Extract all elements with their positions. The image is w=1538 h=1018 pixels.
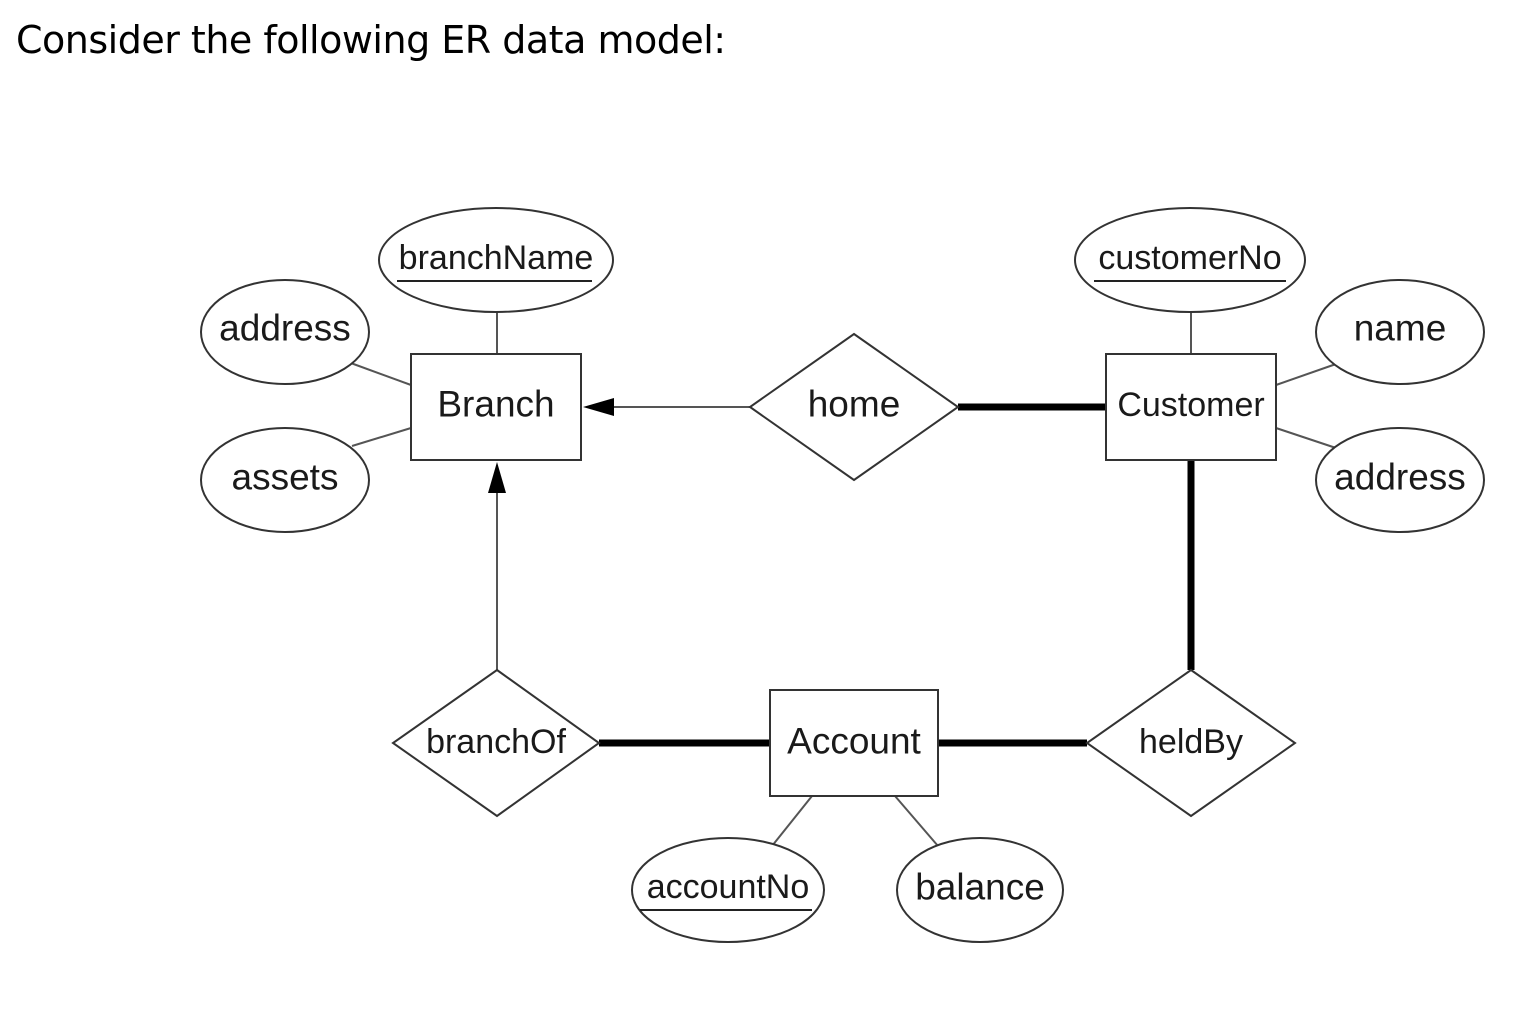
entity-account-label: Account (787, 721, 921, 762)
attribute-branch-assets-label: assets (232, 457, 339, 498)
relationship-home: home (748, 332, 960, 482)
relationship-heldby-label: heldBy (1139, 723, 1243, 761)
customer-name-link (1275, 363, 1337, 386)
branch-assets-link (351, 427, 412, 447)
attribute-branchname: branchName (378, 207, 614, 313)
attribute-branch-address-label: address (219, 308, 351, 349)
branch-address-link (347, 361, 412, 386)
attribute-customer-address: address (1315, 427, 1485, 533)
relationship-branchof: branchOf (391, 668, 601, 818)
entity-account: Account (769, 689, 939, 797)
attribute-accountno-label: accountNo (647, 868, 810, 906)
relationship-home-label: home (808, 384, 901, 425)
entity-customer-label: Customer (1117, 386, 1264, 424)
attribute-customer-address-label: address (1334, 457, 1466, 498)
branchof-branch-arrowhead (488, 462, 506, 493)
attribute-branchname-label: branchName (399, 239, 594, 277)
entity-branch: Branch (410, 353, 582, 461)
account-balance-link (894, 795, 939, 847)
attribute-balance-label: balance (915, 867, 1045, 908)
attribute-customerno-label: customerNo (1098, 239, 1281, 277)
home-branch-arrowhead (583, 398, 614, 416)
account-accountno-link (771, 795, 813, 847)
attribute-branch-address: address (200, 279, 370, 385)
attribute-customer-name-label: name (1354, 308, 1447, 349)
attribute-branch-assets: assets (200, 427, 370, 533)
entity-customer: Customer (1105, 353, 1277, 461)
attribute-balance: balance (896, 837, 1064, 943)
customer-address-link (1275, 427, 1337, 449)
relationship-branchof-label: branchOf (426, 723, 566, 761)
question-heading: Consider the following ER data model: (16, 18, 726, 62)
attribute-accountno: accountNo (631, 837, 825, 943)
relationship-heldby: heldBy (1085, 668, 1297, 818)
entity-branch-label: Branch (437, 384, 554, 425)
attribute-customer-name: name (1315, 279, 1485, 385)
attribute-customerno: customerNo (1074, 207, 1306, 313)
